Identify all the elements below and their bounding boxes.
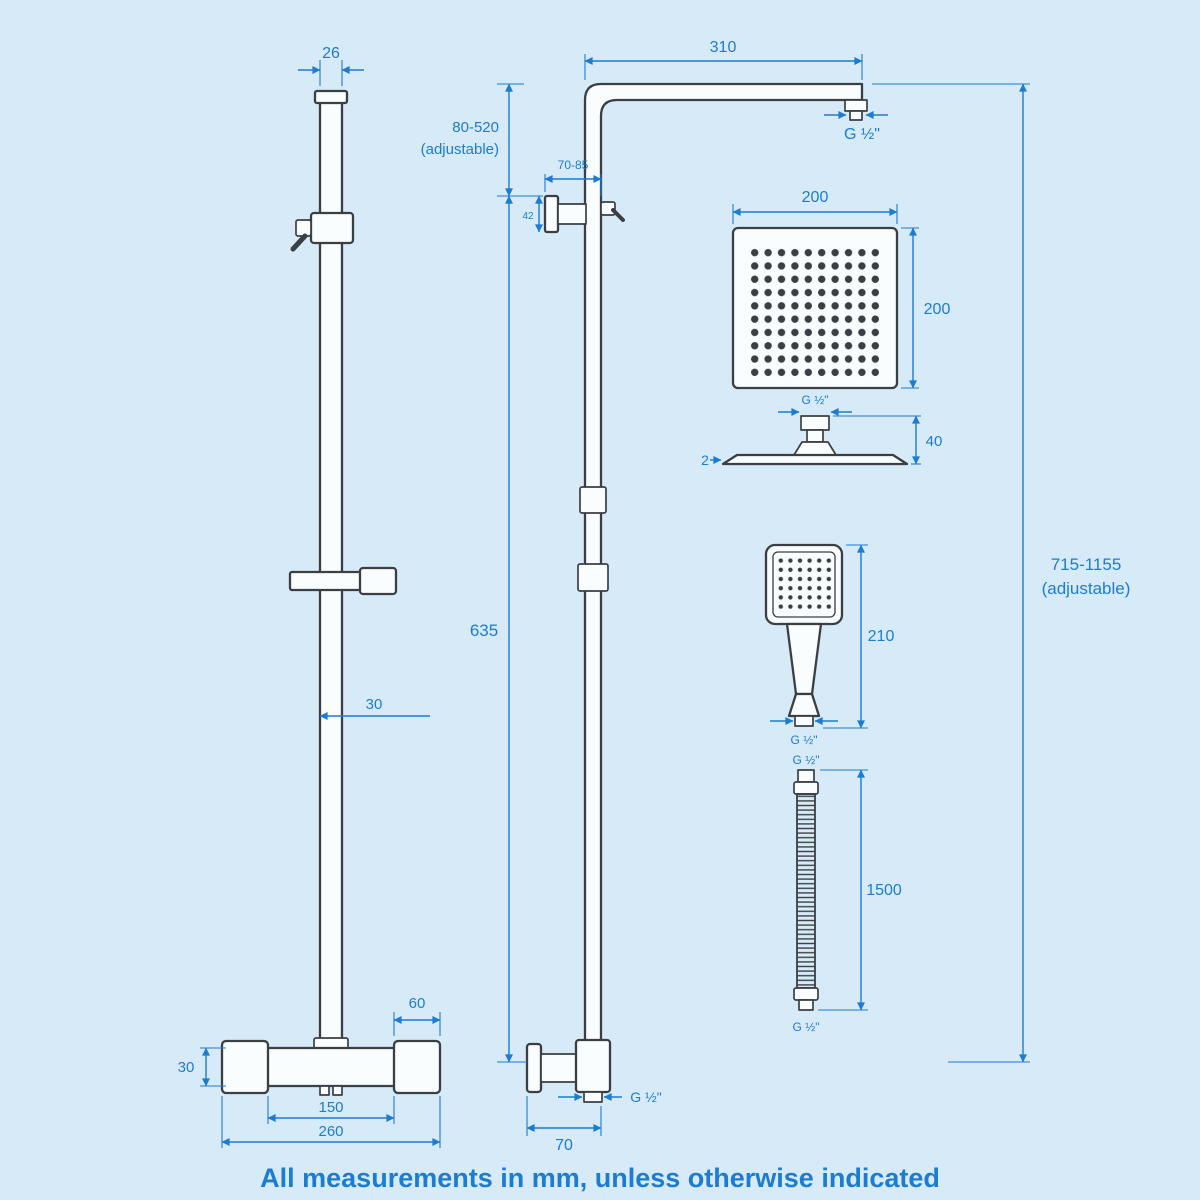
head-connector-neck [806, 429, 824, 443]
bracket-knob [295, 219, 312, 237]
handset-nozzle-grid [776, 556, 833, 611]
overhead-shower-side-view: G ½" 40 2 [701, 393, 942, 468]
dim-head-width-label: 200 [802, 189, 829, 206]
dim-arm-length-label: 310 [710, 39, 737, 56]
overall-height-note: (adjustable) [1042, 579, 1131, 598]
overall-height-dimension: 715-1155 (adjustable) [872, 83, 1131, 1063]
head-connector-flare [793, 441, 837, 456]
bracket-lever [290, 233, 308, 252]
dim-handset-length-label: 210 [868, 628, 895, 645]
handset-holder-cradle [358, 566, 398, 596]
upper-adjustable-note: (adjustable) [421, 141, 499, 158]
pipe-coupling-lower [577, 563, 609, 592]
overall-height-label: 715-1155 [1051, 555, 1122, 574]
handset-inlet-nipple [794, 715, 814, 727]
hose-bottom-nut [793, 987, 819, 1001]
elbow-body [574, 1038, 612, 1094]
hose-top-nut [793, 781, 819, 795]
dim-hose-length-label: 1500 [866, 882, 902, 899]
dim-valve-height-label: 30 [178, 1059, 195, 1076]
outlet-thread-label: G ½" [630, 1089, 661, 1105]
dim-rail-width-label: 30 [366, 696, 383, 713]
hose-flexible-tube [796, 793, 816, 989]
elbow-wall-flange [525, 1042, 543, 1094]
handset-thread-label: G ½" [791, 733, 818, 747]
head-thread-label: G ½" [802, 393, 829, 407]
handset-handle [785, 622, 823, 696]
wall-bracket-arm [557, 203, 587, 225]
dim-top-width-label: 26 [322, 45, 340, 62]
wall-bracket-depth-label: 70-85 [558, 158, 589, 172]
head-connector-nut [800, 415, 830, 431]
arm-outlet-thread [849, 110, 863, 121]
dim-head-depth-label: 40 [926, 433, 943, 450]
riser-column-side-view: 310 G ½" 80-520 (adjustable) 70-85 42 63… [421, 39, 888, 1154]
arm-thread-label: G ½" [844, 126, 880, 143]
dim-valve-total-width-label: 260 [318, 1123, 343, 1140]
bracket-clamp [600, 201, 616, 216]
elbow-arm [540, 1053, 582, 1083]
shower-hose-view: G ½" 1500 G ½" [793, 753, 902, 1034]
wall-bracket-flange [543, 194, 560, 234]
dim-outlet-offset-label: 70 [555, 1137, 573, 1154]
clamp-lever [611, 208, 625, 222]
dim-plate-thickness-label: 2 [701, 452, 709, 468]
measurement-note: All measurements in mm, unless otherwise… [260, 1163, 940, 1193]
elbow-outlet-thread [583, 1091, 603, 1103]
arm-outlet-block [844, 99, 868, 112]
rail-top-cap [313, 89, 349, 105]
valve-foot-right [332, 1085, 343, 1096]
slider-rail-front-view: 26 30 60 30 150 260 [178, 45, 442, 1148]
hose-top-thread-label: G ½" [793, 753, 820, 767]
pipe-coupling-upper [579, 486, 607, 514]
valve-left-handle [220, 1039, 270, 1095]
dim-head-height-label: 200 [924, 301, 951, 318]
wall-bracket-size-label: 42 [522, 211, 534, 222]
hose-top-nipple [797, 769, 815, 783]
dim-handle-spacing-label: 150 [318, 1099, 343, 1116]
overhead-shower-front-view: 200 200 [731, 189, 951, 390]
upper-slider-bracket [309, 211, 355, 245]
upper-adjustable-label: 80-520 [452, 119, 499, 136]
dim-handle-width-label: 60 [409, 995, 426, 1012]
handset-handle-flare [787, 692, 821, 718]
valve-foot-left [319, 1085, 330, 1096]
hose-bottom-nipple [798, 999, 814, 1011]
hand-shower-view: 210 G ½" [764, 543, 895, 747]
spray-nozzle-grid [748, 246, 882, 379]
hose-bottom-thread-label: G ½" [793, 1020, 820, 1034]
handset-face-frame [772, 551, 836, 618]
head-plate-edge [721, 453, 909, 466]
handset-holder-bar [288, 570, 364, 592]
dim-column-height-label: 635 [470, 621, 498, 640]
valve-right-handle [392, 1039, 442, 1095]
